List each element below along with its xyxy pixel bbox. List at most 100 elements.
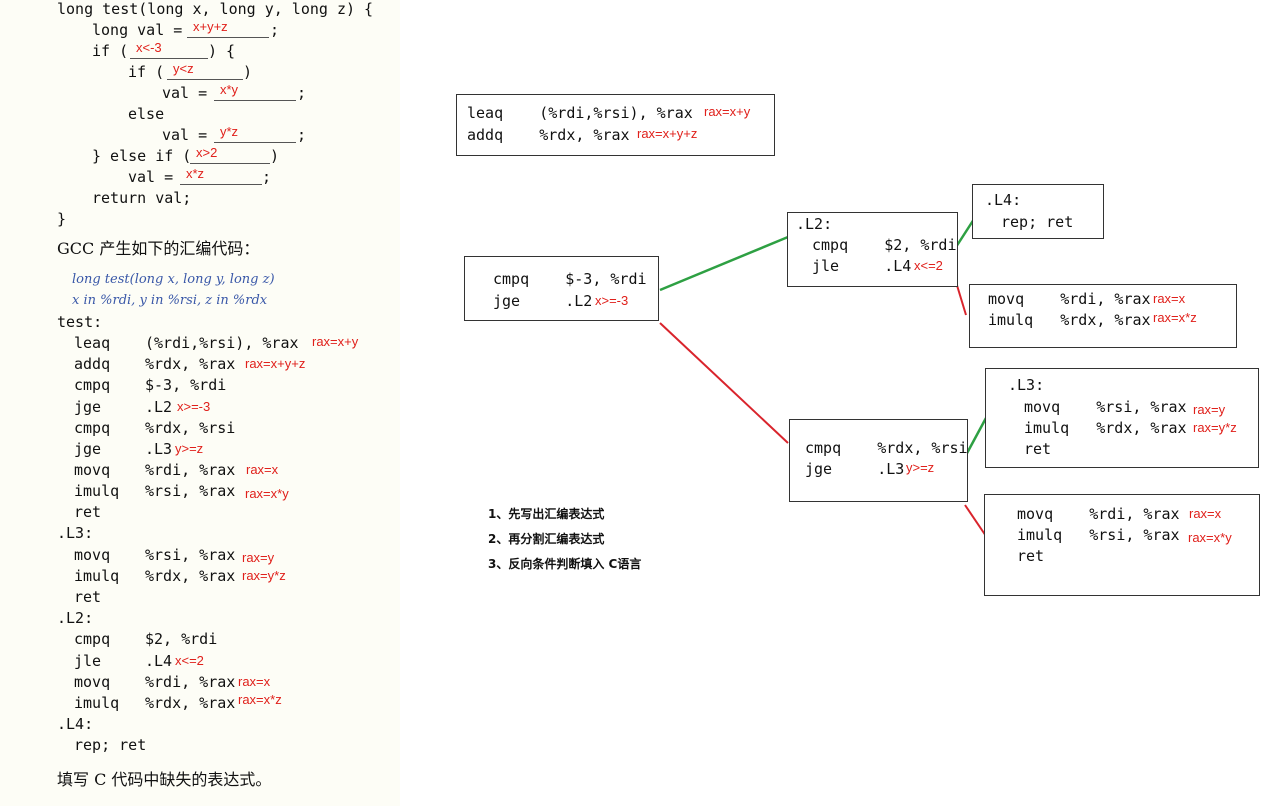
blank-6: x>2 (190, 145, 270, 164)
node-line: rep; ret (1001, 213, 1074, 231)
asm-op: ret (74, 503, 102, 521)
c-line: ; (297, 84, 307, 102)
node-note: rax=x+y (704, 104, 751, 119)
method-step-1: 1、先写出汇编表达式 (488, 507, 605, 521)
c-line: val = (128, 168, 183, 186)
c-line: ; (270, 21, 280, 39)
asm-note: rax=x+y (312, 334, 359, 349)
asm-label: .L2: (57, 609, 94, 627)
asm-note: y>=z (175, 441, 204, 456)
node-line: cmpq %rdx, %rsi (805, 439, 968, 457)
c-line: ) (270, 147, 280, 165)
asm-operand: %rdx, %rax (145, 694, 236, 712)
asm-op: jle (74, 652, 102, 670)
asm-operand: %rdi, %rax (145, 673, 236, 691)
asm-op: rep; ret (74, 736, 147, 754)
node-label: .L4: (985, 191, 1022, 209)
asm-signature: long test(long x, long y, long z) (72, 272, 275, 287)
node-x-times-z: movq %rdi, %rax rax=x imulq %rdx, %rax r… (969, 284, 1237, 348)
node-l3: .L3: movq %rsi, %rax rax=y imulq %rdx, %… (985, 368, 1259, 468)
node-cmp-y-z: cmpq %rdx, %rsi jge .L3 y>=z (789, 419, 968, 502)
node-line: leaq (%rdi,%rsi), %rax (467, 104, 693, 122)
node-line: movq %rsi, %rax (1024, 398, 1187, 416)
asm-operand: .L2 (145, 398, 173, 416)
node-line: cmpq $2, %rdi (812, 236, 957, 254)
asm-note: rax=x*z (238, 692, 282, 707)
node-note: rax=x*z (1153, 310, 1197, 325)
c-line: if ( (92, 42, 129, 60)
c-line: else (128, 105, 165, 123)
asm-op: jge (74, 440, 102, 458)
asm-operand: $2, %rdi (145, 630, 218, 648)
blank-7: x*z (180, 166, 262, 185)
node-note: rax=y (1193, 402, 1226, 417)
node-note: rax=y*z (1193, 420, 1237, 435)
c-line: return val; (92, 189, 192, 207)
asm-note: rax=y (242, 550, 275, 565)
blank-5: y*z (214, 124, 296, 143)
node-line: ret (1024, 440, 1052, 458)
edge-false-to-xz (955, 281, 967, 316)
edge-true-to-l3 (964, 417, 988, 456)
node-label: .L2: (796, 215, 833, 233)
c-line: } else if ( (92, 147, 192, 165)
c-line: if ( (128, 63, 165, 81)
task-instruction: 填写 C 代码中缺失的表达式。 (57, 770, 272, 789)
node-line: movq %rdi, %rax (1017, 505, 1180, 523)
c-line: ) { (208, 42, 236, 60)
asm-op: leaq (74, 334, 111, 352)
asm-op: imulq (74, 694, 120, 712)
asm-operand: %rsi, %rax (145, 546, 236, 564)
asm-operand: %rdx, %rsi (145, 419, 236, 437)
asm-operand: %rdx, %rax (145, 355, 236, 373)
node-note: x>=-3 (595, 293, 629, 308)
node-line: addq %rdx, %rax (467, 126, 630, 144)
node-line: jge .L3 (805, 460, 905, 478)
asm-register-map: x in %rdi, y in %rsi, z in %rdx (72, 293, 268, 308)
asm-op: ret (74, 588, 102, 606)
method-step-2: 2、再分割汇编表达式 (488, 532, 605, 546)
asm-note: rax=y*z (242, 568, 286, 583)
c-line: ; (297, 126, 307, 144)
node-cmp-x: cmpq $-3, %rdi jge .L2 x>=-3 (464, 256, 659, 321)
gcc-heading: GCC 产生如下的汇编代码： (57, 239, 260, 258)
node-note: rax=x+y+z (637, 126, 698, 141)
asm-operand: %rdx, %rax (145, 567, 236, 585)
node-note: rax=x*y (1188, 530, 1232, 545)
asm-op: cmpq (74, 630, 111, 648)
asm-op: addq (74, 355, 111, 373)
asm-operand: %rdi, %rax (145, 461, 236, 479)
asm-note: rax=x+y+z (245, 356, 306, 371)
asm-op: imulq (74, 482, 120, 500)
asm-op: cmpq (74, 376, 111, 394)
asm-op: jge (74, 398, 102, 416)
asm-note: rax=x*y (245, 486, 289, 501)
blank-1: x+y+z (187, 19, 269, 38)
asm-label: .L3: (57, 524, 94, 542)
edge-false-to-cmp2 (659, 322, 789, 444)
asm-operand: .L3 (145, 440, 173, 458)
blank-3: y<z (167, 61, 243, 80)
blank-2: x<-3 (130, 40, 208, 59)
node-note: rax=x (1153, 291, 1186, 306)
node-x-times-y: movq %rdi, %rax rax=x imulq %rsi, %rax r… (984, 494, 1260, 596)
asm-op: cmpq (74, 419, 111, 437)
asm-label: test: (57, 313, 103, 331)
c-line: ; (262, 168, 272, 186)
asm-operand: $-3, %rdi (145, 376, 227, 394)
asm-operand: %rsi, %rax (145, 482, 236, 500)
asm-label: .L4: (57, 715, 94, 733)
node-l2: .L2: cmpq $2, %rdi jle .L4 x<=2 (787, 212, 958, 287)
asm-operand: (%rdi,%rsi), %rax (145, 334, 299, 352)
node-line: imulq %rsi, %rax (1017, 526, 1180, 544)
asm-op: movq (74, 546, 111, 564)
node-note: rax=x (1189, 506, 1222, 521)
c-line: long test(long x, long y, long z) { (57, 0, 374, 18)
node-leaq-addq: leaq (%rdi,%rsi), %rax rax=x+y addq %rdx… (456, 94, 775, 156)
c-line: ) (243, 63, 253, 81)
node-line: ret (1017, 547, 1045, 565)
blank-4: x*y (214, 82, 296, 101)
asm-op: movq (74, 673, 111, 691)
asm-op: imulq (74, 567, 120, 585)
method-step-3: 3、反向条件判断填入 C语言 (488, 557, 642, 571)
